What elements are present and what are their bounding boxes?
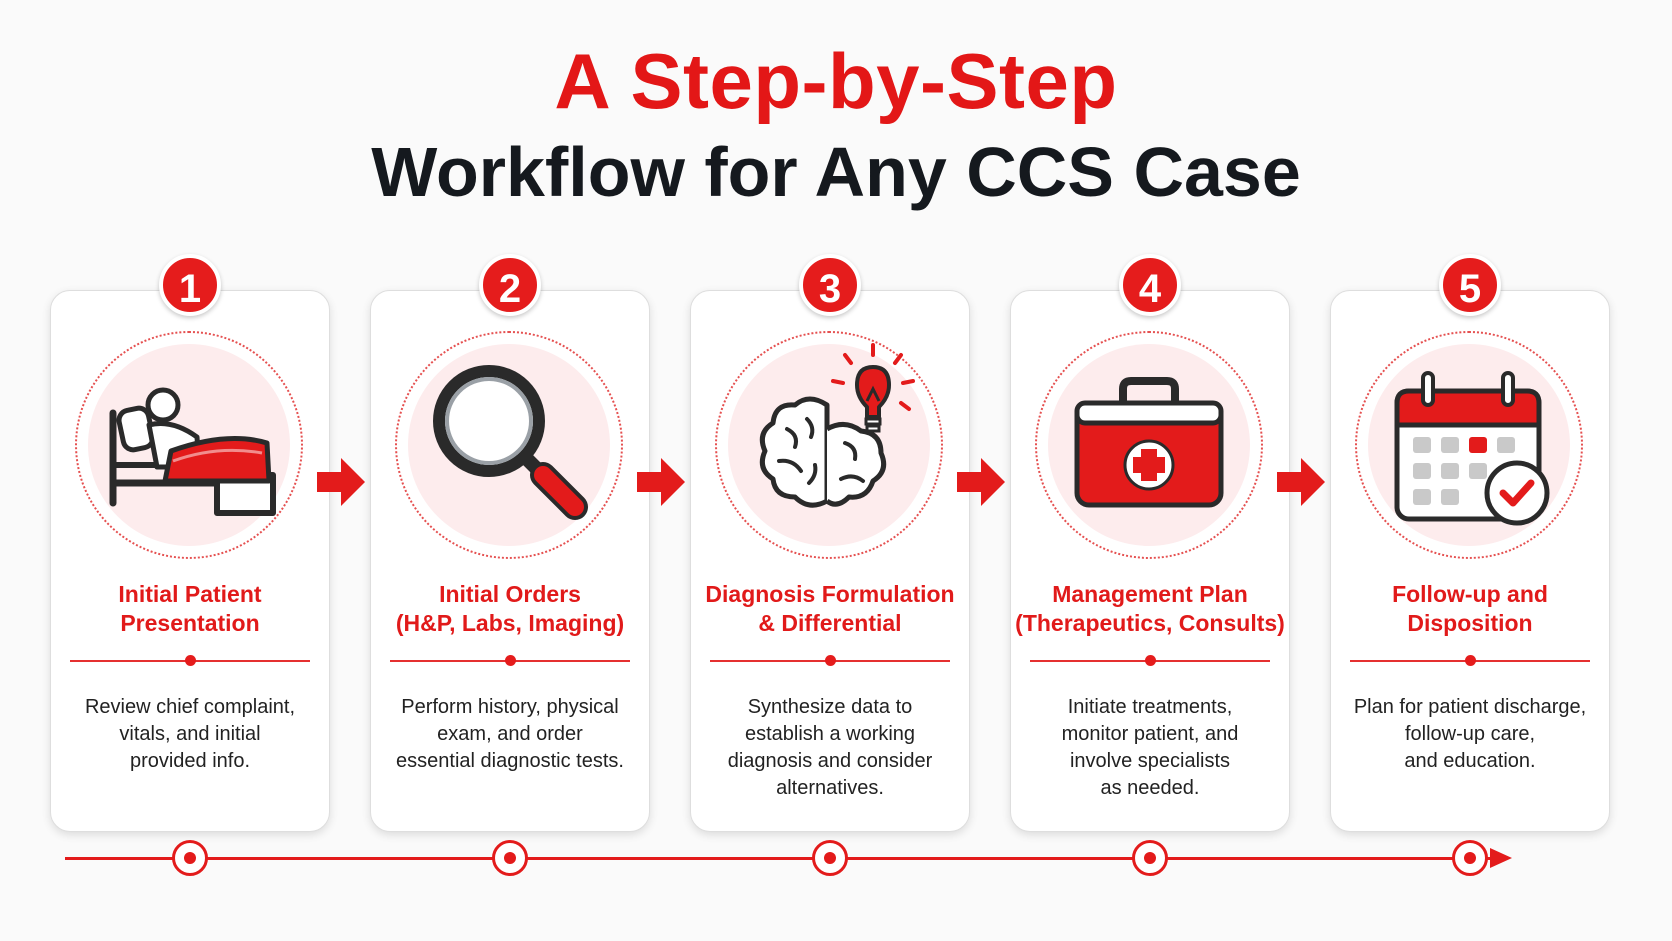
magnifying-glass-icon xyxy=(433,365,588,520)
step-title: Diagnosis Formulation & Differential xyxy=(705,581,955,636)
arrow-right-icon xyxy=(637,458,685,506)
calendar-check-icon xyxy=(1394,371,1550,526)
divider-dot xyxy=(825,655,836,666)
step-5: 5 Follow-up and Disposition Plan f xyxy=(1330,254,1610,832)
brain-lightbulb-icon xyxy=(759,343,915,508)
step-number-badge: 5 xyxy=(1439,254,1501,316)
step-1: 1 Initial Patient Presentation Review ch… xyxy=(50,254,330,832)
step-description: Synthesize data to establish a working d… xyxy=(727,696,933,799)
step-description: Perform history, physical exam, and orde… xyxy=(396,696,624,772)
timeline-node xyxy=(1452,840,1488,876)
arrow-right-icon xyxy=(1277,458,1325,506)
step-number-badge: 1 xyxy=(159,254,221,316)
step-3: 3 Diagnosis Formulation & Differential S… xyxy=(690,254,970,832)
arrow-right-icon xyxy=(317,458,365,506)
divider-dot xyxy=(185,655,196,666)
divider-dot xyxy=(1145,655,1156,666)
timeline-node xyxy=(1132,840,1168,876)
title-line-1: A Step-by-Step xyxy=(554,37,1118,125)
title-line-2: Workflow for Any CCS Case xyxy=(371,133,1301,211)
timeline-arrowhead-icon xyxy=(1490,848,1512,868)
divider-dot xyxy=(1465,655,1476,666)
icon-circle xyxy=(75,331,303,559)
step-title: Follow-up and Disposition xyxy=(1392,581,1548,636)
step-description: Initiate treatments, monitor patient, an… xyxy=(1061,696,1239,799)
step-description: Plan for patient discharge, follow-up ca… xyxy=(1353,696,1587,772)
icon-circle xyxy=(1355,331,1583,559)
step-number-badge: 4 xyxy=(1119,254,1181,316)
arrow-right-icon xyxy=(957,458,1005,506)
icon-circle xyxy=(395,331,623,559)
step-4: 4 Management Plan (Therapeutics, Consult… xyxy=(1010,254,1290,832)
step-number-badge: 2 xyxy=(479,254,541,316)
timeline-node xyxy=(172,840,208,876)
step-2: 2 Initial Orders (H&P, Labs, Imaging) Pe… xyxy=(370,254,650,832)
step-title: Initial Patient Presentation xyxy=(118,581,262,636)
divider-dot xyxy=(505,655,516,666)
timeline-node xyxy=(812,840,848,876)
step-title: Initial Orders (H&P, Labs, Imaging) xyxy=(395,581,625,636)
patient-bed-icon xyxy=(109,387,276,516)
timeline-node xyxy=(492,840,528,876)
first-aid-kit-icon xyxy=(1074,377,1224,508)
timeline-line xyxy=(65,857,1495,860)
step-number-badge: 3 xyxy=(799,254,861,316)
icon-circle xyxy=(1035,331,1263,559)
icon-circle xyxy=(715,331,943,559)
step-title: Management Plan (Therapeutics, Consults) xyxy=(1015,581,1285,636)
step-description: Review chief complaint, vitals, and init… xyxy=(84,696,296,772)
